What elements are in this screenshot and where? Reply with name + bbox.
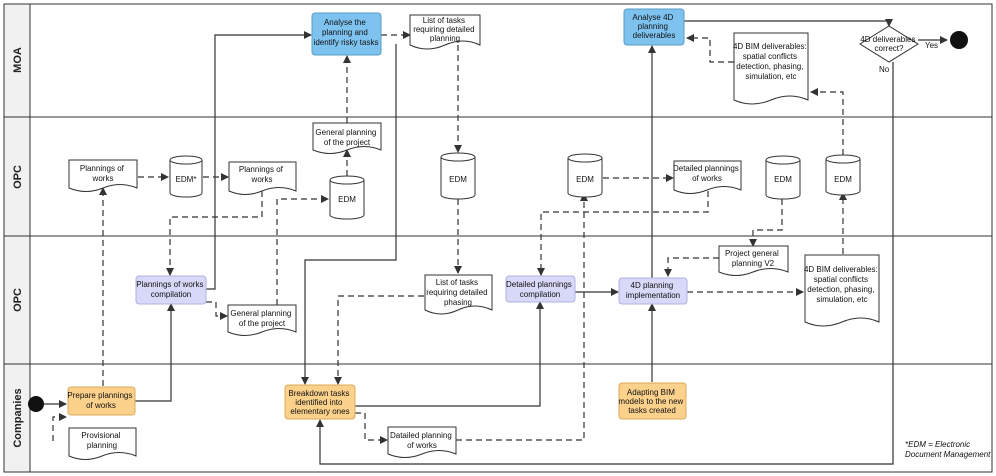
- svg-text:Datailed planning of wor: Datailed planning of works: [390, 431, 454, 450]
- svg-text:EDM*: EDM*: [176, 175, 197, 184]
- doc-bim-deliverables-opc[interactable]: 4D BIM deliverables: spatial conflicts d…: [804, 254, 880, 327]
- doc-provisional-planning[interactable]: Provisional planning: [68, 427, 137, 460]
- svg-text:4D deliverables correct?: 4D deliverables correct?: [860, 35, 917, 53]
- svg-text:Analyse the planning and: Analyse the planning and identify risky …: [314, 18, 379, 47]
- task-4d-planning-implementation[interactable]: 4D planning implementation: [618, 277, 688, 305]
- lane-label-companies: Companies: [12, 388, 24, 447]
- label-no: No: [879, 65, 890, 74]
- doc-general-planning-project-1[interactable]: General planning of the project: [312, 122, 382, 154]
- lane-label-opc-2: OPC: [12, 288, 24, 312]
- svg-text:EDM: EDM: [338, 195, 356, 204]
- task-plannings-compilation[interactable]: Plannings of works compilation: [135, 275, 207, 305]
- svg-text:Provisional planning: Provisional planning: [81, 431, 122, 450]
- task-adapting-bim[interactable]: Adapting BIM models to the new tasks cre…: [618, 382, 687, 420]
- svg-text:Plannings of works: Plannings of works: [239, 165, 285, 184]
- task-breakdown-tasks[interactable]: Breakdown tasks identified into elementa…: [284, 384, 356, 420]
- task-prepare-plannings[interactable]: Prepare plannings of works: [67, 386, 136, 416]
- doc-plannings-works-2[interactable]: Plannings of works: [228, 161, 297, 195]
- lane-label-moa: MOA: [12, 47, 24, 73]
- db-edm-list-tasks[interactable]: EDM: [440, 152, 476, 200]
- svg-text:4D BIM deliverables: spa: 4D BIM deliverables: spatial conflicts d…: [804, 265, 880, 304]
- svg-text:Plannings of works: Plannings of works: [80, 164, 126, 183]
- doc-detailed-plannings-works[interactable]: Detailed plannings of works: [673, 160, 742, 194]
- lane-label-opc-1: OPC: [12, 165, 24, 189]
- doc-list-detailed-planning[interactable]: List of tasks requiring detailed plannin…: [409, 14, 481, 50]
- db-edm-general-planning[interactable]: EDM: [329, 175, 365, 220]
- swimlanes: [3, 3, 993, 473]
- decision-4d-deliverables-correct[interactable]: 4D deliverables correct?: [859, 25, 919, 63]
- svg-text:EDM: EDM: [834, 175, 852, 184]
- end-event: [950, 31, 968, 49]
- doc-detailed-planning-works[interactable]: Datailed planning of works: [387, 426, 457, 458]
- footnote: *EDM = Electronic Document Management: [905, 440, 991, 459]
- doc-list-detailed-phasing[interactable]: List of tasks requiring detailed phasing: [424, 274, 493, 315]
- db-edm-detailed[interactable]: EDM: [567, 153, 603, 198]
- db-edm-bim[interactable]: EDM: [825, 154, 861, 196]
- svg-text:EDM: EDM: [576, 175, 594, 184]
- label-yes: Yes: [925, 41, 938, 50]
- svg-text:4D BIM deliverables: spa: 4D BIM deliverables: spatial conflicts d…: [733, 42, 809, 81]
- task-detailed-plannings-compilation[interactable]: Detailed plannings compilation: [505, 275, 576, 303]
- doc-general-planning-project-2[interactable]: General planning of the project: [227, 304, 297, 336]
- svg-text:Adapting BIM models to t: Adapting BIM models to the new tasks cre…: [618, 388, 685, 415]
- svg-text:General planning of the: General planning of the project: [315, 128, 378, 147]
- svg-text:EDM: EDM: [774, 175, 792, 184]
- solid-connectors: [44, 19, 948, 465]
- dashed-connectors: [52, 31, 847, 444]
- svg-text:List of tasks requiring: List of tasks requiring detailed phasing: [426, 278, 490, 307]
- svg-text:4D planning implementati: 4D planning implementation: [626, 281, 680, 300]
- start-event: [28, 396, 44, 412]
- task-analyse-4d-deliverables[interactable]: Analyse 4D planning deliverables: [623, 8, 685, 46]
- svg-text:Prepare plannings of wor: Prepare plannings of works: [67, 391, 134, 410]
- svg-text:Detailed plannings of wo: Detailed plannings of works: [673, 164, 741, 183]
- svg-text:Analyse 4D planning: Analyse 4D planning deliverables: [632, 13, 675, 40]
- svg-text:EDM: EDM: [449, 175, 467, 184]
- svg-text:List of tasks requiring: List of tasks requiring detailed plannin…: [413, 16, 477, 43]
- svg-text:Project general planning: Project general planning V2: [725, 249, 781, 268]
- db-edm-star[interactable]: EDM*: [169, 155, 203, 198]
- doc-project-general-planning-v2[interactable]: Project general planning V2: [718, 245, 789, 276]
- doc-plannings-works-1[interactable]: Plannings of works: [68, 159, 138, 192]
- doc-bim-deliverables-moa[interactable]: 4D BIM deliverables: spatial conflicts d…: [733, 32, 809, 105]
- svg-text:General planning of the: General planning of the project: [230, 309, 293, 328]
- svg-text:Detailed plannings compi: Detailed plannings compilation: [506, 280, 574, 299]
- db-edm-v2[interactable]: EDM: [765, 155, 801, 200]
- svg-text:Plannings of works compi: Plannings of works compilation: [136, 280, 205, 299]
- task-analyse-planning[interactable]: Analyse the planning and identify risky …: [311, 12, 382, 56]
- svg-text:Breakdown tasks identifi: Breakdown tasks identified into elementa…: [288, 389, 351, 416]
